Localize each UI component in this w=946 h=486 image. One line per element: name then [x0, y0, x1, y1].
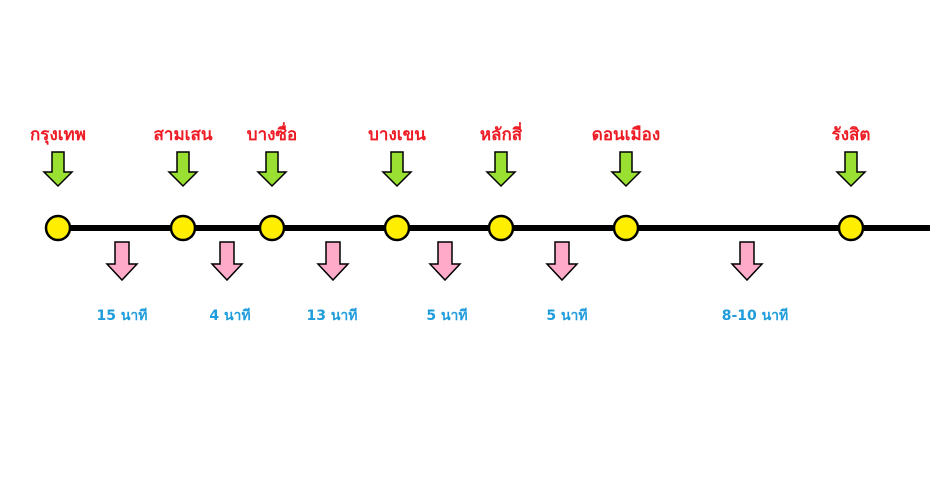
segment: 8-10 นาที [722, 241, 789, 324]
station: บางเขน [368, 125, 426, 242]
down-arrow-icon [42, 151, 74, 188]
station-label: บางซื่อ [247, 122, 297, 145]
down-arrow-icon [835, 151, 867, 188]
travel-time-label: 5 นาที [426, 308, 467, 324]
segment: 15 นาที [96, 241, 148, 324]
segment: 4 นาที [209, 241, 251, 324]
station-label: บางเขน [368, 125, 426, 145]
down-arrow-icon [545, 241, 579, 282]
travel-time-label: 5 นาที [546, 308, 587, 324]
station-dot [44, 214, 72, 242]
down-arrow-icon [210, 241, 244, 282]
station-dot [487, 214, 515, 242]
segment-layer: 15 นาที 4 นาที 13 นาที 5 นาที 5 นาที 8-10 นาท… [96, 241, 789, 324]
travel-time-label: 13 นาที [306, 308, 357, 324]
down-arrow-icon [730, 241, 764, 282]
station-label: ดอนเมือง [592, 124, 660, 145]
down-arrow-icon [428, 241, 462, 282]
down-arrow-icon [316, 241, 350, 282]
travel-time-label: 15 นาที [96, 308, 147, 324]
station-label: กรุงเทพ [30, 125, 86, 145]
station: ดอนเมือง [592, 124, 660, 242]
station-label: สามเสน [154, 125, 213, 145]
station: รังสิต [832, 125, 871, 242]
segment: 5 นาที [426, 241, 468, 324]
down-arrow-icon [256, 151, 288, 188]
down-arrow-icon [485, 151, 517, 188]
station: สามเสน [154, 125, 213, 242]
station-dot [169, 214, 197, 242]
down-arrow-icon [105, 241, 139, 282]
down-arrow-icon [610, 151, 642, 188]
station-label: หลักสี่ [480, 122, 523, 145]
station-dot [612, 214, 640, 242]
station: หลักสี่ [480, 122, 523, 242]
station-dot [258, 214, 286, 242]
travel-time-label: 8-10 นาที [722, 308, 789, 324]
down-arrow-icon [381, 151, 413, 188]
station: กรุงเทพ [30, 125, 86, 242]
station: บางซื่อ [247, 122, 297, 242]
station-layer: กรุงเทพ สามเสน บางซื่อ บางเขน หลักสี่ ดอนเมือ… [30, 122, 871, 242]
down-arrow-icon [167, 151, 199, 188]
station-label: รังสิต [832, 125, 871, 145]
station-dot [837, 214, 865, 242]
station-dot [383, 214, 411, 242]
travel-time-label: 4 นาที [209, 308, 250, 324]
segment: 13 นาที [306, 241, 358, 324]
segment: 5 นาที [545, 241, 588, 324]
